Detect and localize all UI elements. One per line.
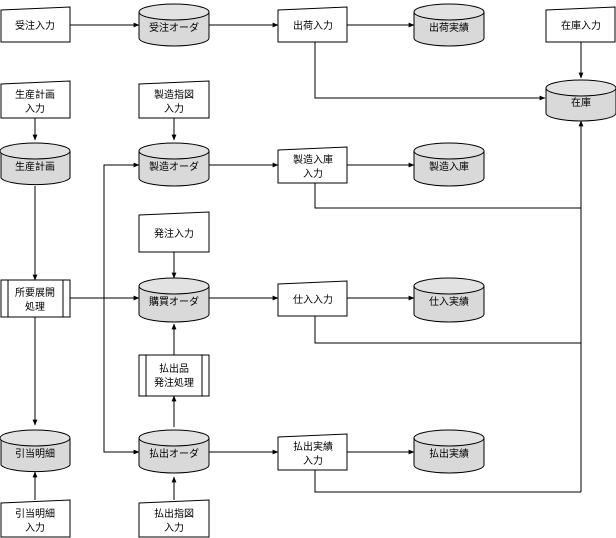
haraidashi-jisseki-input-label-2: 入力 — [303, 454, 323, 467]
shiire-jisseki-label: 仕入実績 — [429, 295, 469, 308]
shukka-input-node: 出荷入力 — [277, 6, 348, 43]
seizo-shizu-input-node: 製造指図 入力 — [138, 80, 210, 119]
shiire-input-label: 仕入入力 — [293, 293, 333, 306]
hikiate-meisai-node: 引当明細 — [0, 429, 71, 473]
hikiate-meisai-input-node: 引当明細 入力 — [0, 499, 71, 538]
haraidashi-shizu-input-label-2: 入力 — [164, 521, 184, 534]
haraidashi-jisseki-label: 払出実績 — [429, 447, 469, 460]
connectors — [32, 22, 584, 500]
seisan-keikaku-node: 生産計画 — [0, 142, 71, 186]
seizo-nyuko-label: 製造入庫 — [429, 160, 469, 173]
juchu-input-node: 受注入力 — [0, 6, 71, 43]
hacchu-input-label: 発注入力 — [154, 227, 194, 240]
seizo-shizu-input-label-1: 製造指図 — [154, 88, 194, 101]
seizo-order-label: 製造オーダ — [149, 160, 199, 173]
hikiate-meisai-input-label-1: 引当明細 — [15, 507, 55, 520]
arrow-shoyo-tenkai-to-haraidashi-order — [103, 298, 140, 455]
seizo-order-node: 製造オーダ — [138, 142, 210, 187]
seisan-keikaku-label: 生産計画 — [15, 160, 55, 173]
seizo-shizu-input-label-2: 入力 — [164, 102, 184, 115]
haraidashi-hacchu-label-2: 発注処理 — [154, 376, 194, 389]
hacchu-input-node: 発注入力 — [138, 211, 210, 253]
haraidashi-hacchu-label-1: 払出品 — [159, 362, 189, 375]
juchu-order-node: 受注オーダ — [138, 3, 210, 47]
seisan-keikaku-input-label-1: 生産計画 — [15, 88, 55, 101]
zaiko-input-node: 在庫入力 — [545, 6, 616, 43]
line-haraidashi-jisseki-input-to-zaiko — [314, 470, 581, 493]
hikiate-meisai-label: 引当明細 — [15, 447, 55, 460]
seizo-nyuko-input-label-2: 入力 — [303, 167, 323, 180]
seisan-keikaku-input-label-2: 入力 — [25, 102, 45, 115]
haraidashi-hacchu-node: 払出品 発注処理 — [138, 354, 210, 397]
seizo-nyuko-input-node: 製造入庫 入力 — [277, 146, 348, 184]
shukka-jisseki-node: 出荷実績 — [413, 3, 485, 47]
haraidashi-jisseki-input-node: 払出実績 入力 — [277, 433, 348, 471]
haraidashi-shizu-input-label-1: 払出指図 — [154, 507, 194, 520]
line-seizo-nyuko-input-to-zaiko — [314, 183, 581, 209]
arrow-shukka-input-to-zaiko — [314, 42, 546, 101]
haraidashi-order-label: 払出オーダ — [149, 447, 199, 460]
zaiko-label: 在庫 — [571, 96, 591, 109]
arrow-shoyo-tenkai-to-seizo-order — [70, 162, 140, 299]
line-shiire-input-to-zaiko — [314, 316, 581, 344]
zaiko-node: 在庫 — [545, 79, 616, 122]
seizo-nyuko-node: 製造入庫 — [413, 142, 485, 187]
seisan-keikaku-input-node: 生産計画 入力 — [0, 80, 71, 119]
haraidashi-jisseki-node: 払出実績 — [413, 429, 485, 474]
shiire-jisseki-node: 仕入実績 — [413, 277, 485, 323]
seizo-nyuko-input-label-1: 製造入庫 — [293, 153, 333, 166]
haraidashi-shizu-input-node: 払出指図 入力 — [138, 499, 210, 538]
shoyo-tenkai-label-1: 所要展開 — [15, 287, 55, 299]
haraidashi-jisseki-input-label-1: 払出実績 — [293, 440, 333, 453]
shiire-input-node: 仕入入力 — [277, 280, 348, 317]
hikiate-meisai-input-label-2: 入力 — [25, 521, 45, 534]
konyu-order-node: 購買オーダ — [138, 277, 210, 323]
zaiko-input-label: 在庫入力 — [561, 19, 601, 32]
shoyo-tenkai-node: 所要展開 処理 — [0, 279, 71, 318]
shoyo-tenkai-label-2: 処理 — [25, 300, 45, 313]
juchu-order-label: 受注オーダ — [149, 21, 199, 34]
konyu-order-label: 購買オーダ — [149, 295, 199, 308]
shukka-input-label: 出荷入力 — [293, 19, 333, 32]
shukka-jisseki-label: 出荷実績 — [429, 21, 469, 34]
haraidashi-order-node: 払出オーダ — [138, 429, 210, 474]
juchu-input-label: 受注入力 — [15, 19, 55, 32]
